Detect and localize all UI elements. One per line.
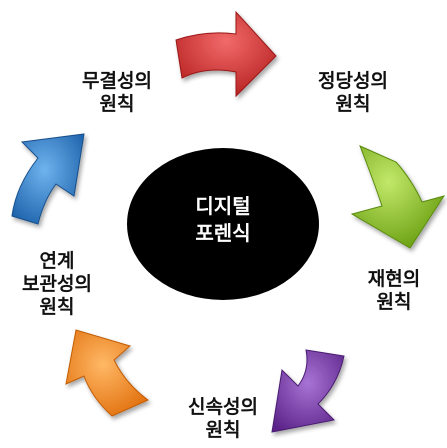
principle-legitimacy-line2: 원칙 (335, 93, 371, 115)
arrow-red-icon (175, 10, 277, 98)
principle-reproducibility: 재현의 원칙 (346, 268, 442, 314)
principle-chain-of-custody: 연계 보관성의 원칙 (2, 250, 112, 319)
center-label-line1: 디지털 (195, 194, 251, 218)
principle-promptness-line2: 원칙 (205, 419, 241, 441)
arrow-orange-icon (65, 329, 149, 417)
principle-legitimacy: 정당성의 원칙 (298, 70, 408, 116)
principle-integrity: 무결성의 원칙 (62, 70, 172, 116)
center-label: 디지털 포렌식 (163, 193, 283, 247)
center-label-line2: 포렌식 (195, 221, 251, 245)
principle-integrity-line2: 원칙 (99, 93, 135, 115)
principle-promptness-line1: 신속성의 (188, 396, 258, 418)
arrow-blue-icon (11, 133, 85, 225)
principle-reproducibility-line1: 재현의 (367, 268, 421, 290)
center-circle (127, 148, 319, 300)
principle-chain-of-custody-line2: 보관성의 (22, 273, 92, 295)
principle-integrity-line1: 무결성의 (82, 70, 152, 92)
principle-legitimacy-line1: 정당성의 (318, 70, 388, 92)
principle-chain-of-custody-line1: 연계 (39, 250, 75, 272)
arrow-purple-icon (271, 349, 345, 433)
arrow-green-icon (350, 145, 446, 249)
principle-reproducibility-line2: 원칙 (376, 291, 412, 313)
principle-promptness: 신속성의 원칙 (168, 396, 278, 442)
principle-chain-of-custody-line3: 원칙 (39, 296, 75, 318)
